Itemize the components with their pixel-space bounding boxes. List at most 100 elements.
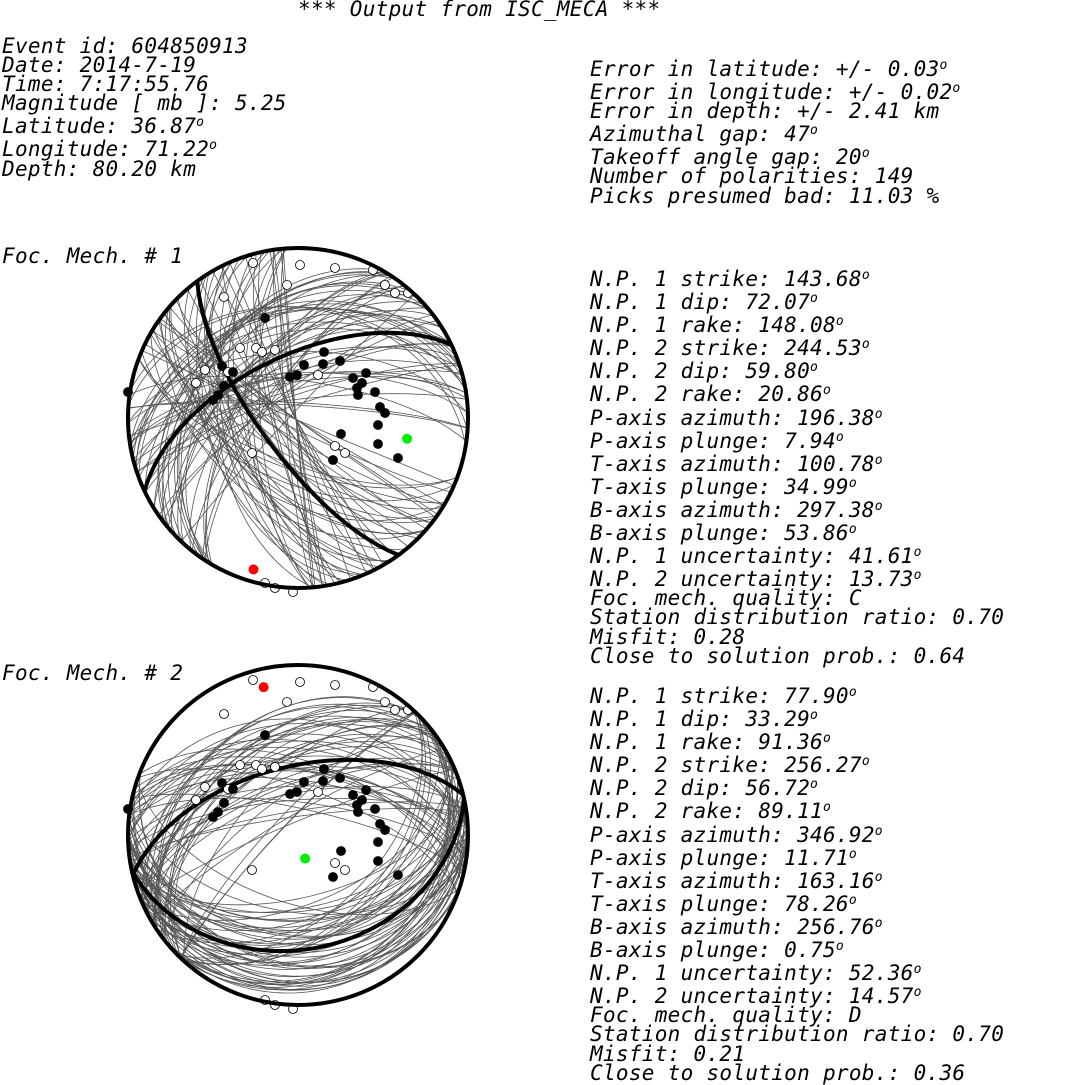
event-info-line: Date: 2014-7-19 (2, 53, 197, 78)
event-info-line: Magnitude [ mb ]: 5.25 (2, 91, 287, 116)
uncertainty-plane (141, 768, 455, 921)
mech-2-param-line: N.P. 2 dip: 56.72o (590, 776, 819, 801)
mech-2-param-line: N.P. 1 strike: 77.90o (590, 684, 858, 708)
uncertainty-plane (162, 731, 460, 994)
compression-polarity (361, 368, 371, 378)
uncertainty-plane (143, 763, 454, 949)
mech-1-param-line: Foc. mech. quality: C (590, 586, 862, 611)
compression-polarity (373, 856, 383, 866)
dilatation-polarity (219, 292, 229, 302)
dilatation-polarity (270, 345, 280, 355)
beachball-mech-1 (123, 246, 470, 597)
compression-polarity (380, 825, 390, 835)
mech-2-label: Foc. Mech. # 2 (2, 661, 184, 685)
uncertainty-plane (128, 755, 468, 854)
uncertainty-plane (139, 762, 457, 899)
uncertainty-plane (176, 272, 391, 561)
compression-polarity (373, 420, 383, 430)
dilatation-polarity (191, 795, 201, 805)
mech-1-param-line: N.P. 2 strike: 244.53o (590, 336, 870, 361)
mech-2-param-line: B-axis plunge: 0.75o (590, 938, 845, 963)
uncertainty-plane (132, 793, 464, 906)
compression-polarity (319, 347, 329, 357)
compression-polarity (299, 360, 309, 370)
error-info-line: Number of polarities: 149 (590, 164, 914, 189)
compression-polarity (217, 778, 227, 788)
compression-polarity (318, 776, 328, 786)
dilatation-polarity (219, 709, 229, 719)
mech-1-label: Foc. Mech. # 1 (2, 244, 184, 268)
dilatation-polarity (257, 764, 267, 774)
mech-1-param-line: N.P. 2 rake: 20.86o (590, 382, 832, 407)
compression-polarity (228, 367, 238, 377)
mech-2-param-line: Foc. mech. quality: D (590, 1003, 862, 1028)
compression-polarity (393, 870, 403, 880)
mech-1-param-line: B-axis azimuth: 297.38o (590, 497, 883, 522)
uncertainty-plane (128, 833, 468, 954)
uncertainty-plane (138, 303, 458, 479)
dilatation-polarity (200, 365, 210, 375)
uncertainty-plane (133, 779, 459, 983)
uncertainty-plane (132, 793, 464, 945)
mech-1-param-line: T-axis azimuth: 100.78o (590, 451, 883, 476)
uncertainty-plane (136, 364, 460, 472)
mech-2-param-line: P-axis azimuth: 346.92o (590, 822, 883, 847)
uncertainty-plane (141, 763, 455, 903)
compression-polarity (318, 359, 328, 369)
mech-2-param-line: N.P. 1 rake: 91.36o (590, 730, 832, 755)
uncertainty-plane (173, 718, 455, 991)
dilatation-polarity (330, 858, 340, 868)
dilatation-polarity (390, 288, 400, 298)
beachball-mech-2 (123, 663, 470, 1014)
dilatation-polarity (282, 280, 292, 290)
mech-2-param-line: N.P. 1 dip: 33.29o (590, 707, 819, 732)
dilatation-polarity (380, 280, 390, 290)
p-axis-marker (248, 564, 259, 575)
mech-2-param-line: N.P. 2 uncertainty: 14.57o (590, 984, 922, 1009)
beachball-rim (126, 246, 470, 590)
uncertainty-plane (128, 400, 468, 429)
uncertainty-plane (201, 255, 349, 581)
mech-1-param-line: N.P. 1 uncertainty: 41.61o (590, 544, 922, 569)
uncertainty-plane (132, 308, 464, 459)
uncertainty-plane (220, 258, 357, 578)
compression-polarity (335, 356, 345, 366)
compression-polarity (357, 378, 367, 388)
uncertainty-plane (156, 697, 424, 951)
uncertainty-plane (129, 811, 467, 937)
uncertainty-plane (164, 718, 430, 943)
event-info-line: Time: 7:17:55.76 (2, 72, 210, 97)
t-axis-marker (402, 433, 413, 444)
mech-2-param-line: T-axis azimuth: 163.16o (590, 868, 883, 893)
uncertainty-plane (153, 721, 441, 928)
mech-2-param-line: N.P. 2 strike: 256.27o (590, 753, 870, 778)
dilatation-polarity (270, 762, 280, 772)
dilatation-polarity (200, 782, 210, 792)
uncertainty-plane (128, 770, 468, 846)
dilatation-polarity (247, 865, 257, 875)
mech-2-param-line: T-axis plunge: 78.26o (590, 891, 858, 916)
compression-polarity (260, 730, 270, 740)
dilatation-polarity (247, 448, 257, 458)
compression-polarity (348, 790, 358, 800)
uncertainty-plane (183, 708, 412, 962)
dilatation-polarity (340, 865, 350, 875)
error-info-line: Error in longitude: +/- 0.02o (590, 80, 961, 105)
mech-2-param-line: B-axis azimuth: 256.76o (590, 914, 883, 939)
uncertainty-plane (253, 253, 340, 584)
uncertainty-plane (151, 748, 445, 922)
uncertainty-plane (150, 749, 448, 955)
uncertainty-plane (128, 306, 468, 431)
uncertainty-plane (132, 763, 464, 876)
uncertainty-plane (245, 256, 351, 580)
uncertainty-plane (180, 271, 388, 563)
compression-polarity (299, 777, 309, 787)
uncertainty-plane (129, 807, 467, 858)
uncertainty-plane (171, 301, 425, 533)
nodal-plane-2 (142, 330, 453, 492)
error-info-line: Takeoff angle gap: 20o (590, 145, 870, 170)
dilatation-polarity (248, 675, 258, 685)
uncertainty-plane (205, 270, 384, 565)
uncertainty-plane (206, 260, 364, 576)
